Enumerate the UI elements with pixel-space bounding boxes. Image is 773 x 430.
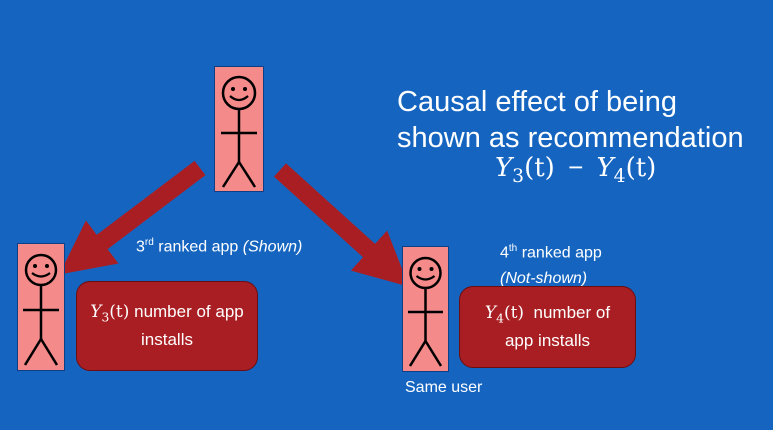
right-status: (Not-shown) xyxy=(500,270,588,288)
formula-rhs-arg: (t) xyxy=(625,153,657,183)
formula-lhs-arg: (t) xyxy=(524,153,555,183)
not-shown-user-figure xyxy=(402,246,449,372)
top-user-figure xyxy=(214,66,264,192)
right-rank-suffix: th xyxy=(508,243,518,254)
stick-figure-icon xyxy=(23,253,59,366)
right-box-text-1: number of xyxy=(524,303,611,323)
arrow-to-shown-user xyxy=(59,160,206,275)
title-line-2: shown as recommendation xyxy=(397,122,744,154)
left-status: (Shown) xyxy=(242,238,303,256)
left-rank-text: ranked app xyxy=(153,238,243,256)
arrow-to-not-shown-user xyxy=(273,163,410,287)
right-box-var: Y xyxy=(484,303,497,324)
not-shown-app-label: 4th ranked app (Not-shown) xyxy=(500,238,602,290)
stick-figure-icon xyxy=(221,75,257,188)
formula-rhs-var: Y xyxy=(596,153,614,183)
not-shown-installs-box: Y4(t) number of app installs xyxy=(459,286,636,368)
stick-figure-icon xyxy=(408,256,443,367)
formula-lhs-var: Y xyxy=(495,153,513,183)
shown-user-figure xyxy=(17,243,65,371)
causal-effect-formula: Y3(t) − Y4(t) xyxy=(495,150,656,194)
title-line-1: Causal effect of being xyxy=(397,86,677,118)
right-box-text-2: app installs xyxy=(504,330,591,350)
formula-lhs-sub: 3 xyxy=(512,166,525,188)
right-rank: 4 xyxy=(500,244,509,262)
right-box-sub: 4 xyxy=(496,311,504,326)
left-rank: 3 xyxy=(136,238,145,256)
left-box-var: Y xyxy=(90,302,102,323)
same-user-caption: Same user xyxy=(405,379,483,396)
left-box-arg: (t) xyxy=(109,302,130,323)
shown-app-label: 3rd ranked app (Shown) xyxy=(136,232,302,258)
right-rank-text: ranked app xyxy=(517,244,602,262)
formula-operator: − xyxy=(568,152,584,182)
left-box-text-1: number of app xyxy=(129,302,244,322)
left-box-text-2: installs xyxy=(141,329,193,349)
formula-rhs-sub: 4 xyxy=(613,166,626,188)
left-rank-suffix: rd xyxy=(144,237,154,248)
shown-installs-box: Y3(t) number of app installs xyxy=(76,281,258,371)
page-title: Causal effect of being shown as recommen… xyxy=(397,84,767,156)
right-box-arg: (t) xyxy=(503,303,525,324)
left-box-sub: 3 xyxy=(101,310,110,325)
